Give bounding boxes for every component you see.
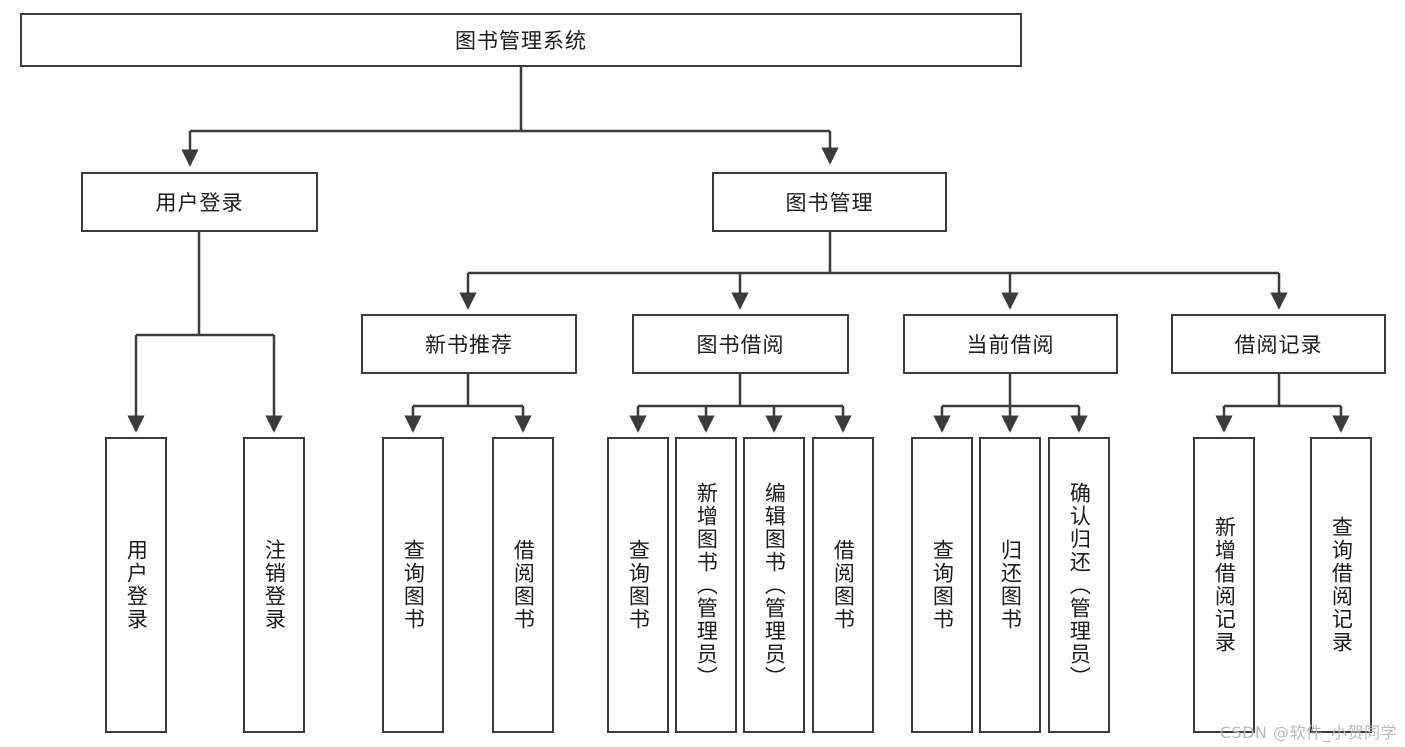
leaf-book-borrow-edit[interactable]: 编辑图书（管理员）: [743, 437, 805, 733]
leaf-label: 查询图书: [930, 539, 955, 631]
leaf-user-login-login[interactable]: 用户登录: [105, 437, 167, 733]
node-book-borrow[interactable]: 图书借阅: [632, 314, 849, 374]
leaf-book-borrow-borrow[interactable]: 借阅图书: [812, 437, 874, 733]
leaf-new-book-borrow[interactable]: 借阅图书: [492, 437, 554, 733]
leaf-label: 借阅图书: [831, 539, 856, 631]
leaf-borrow-record-add[interactable]: 新增借阅记录: [1193, 437, 1255, 733]
leaf-label: 新增图书（管理员）: [694, 481, 719, 689]
node-user-login-label: 用户登录: [155, 191, 244, 215]
node-new-book-recommend-label: 新书推荐: [425, 333, 513, 357]
node-borrow-record[interactable]: 借阅记录: [1171, 314, 1386, 374]
node-root-label: 图书管理系统: [455, 29, 587, 53]
leaf-label: 编辑图书（管理员）: [762, 481, 787, 689]
leaf-current-borrow-confirm-return[interactable]: 确认归还（管理员）: [1048, 437, 1110, 733]
node-root[interactable]: 图书管理系统: [20, 13, 1022, 67]
leaf-label: 查询图书: [401, 539, 426, 631]
node-new-book-recommend[interactable]: 新书推荐: [361, 314, 577, 374]
node-borrow-record-label: 借阅记录: [1234, 333, 1323, 357]
node-user-login[interactable]: 用户登录: [81, 172, 318, 232]
watermark: CSDN @软件_小贺同学: [1219, 723, 1397, 742]
leaf-label: 新增借阅记录: [1212, 516, 1237, 654]
node-current-borrow[interactable]: 当前借阅: [903, 314, 1118, 374]
leaf-label: 注销登录: [262, 539, 287, 631]
leaf-user-login-logout[interactable]: 注销登录: [243, 437, 305, 733]
node-current-borrow-label: 当前借阅: [966, 333, 1055, 357]
leaf-new-book-query[interactable]: 查询图书: [382, 437, 444, 733]
leaf-label: 查询图书: [626, 539, 651, 631]
leaf-current-borrow-return[interactable]: 归还图书: [979, 437, 1041, 733]
leaf-book-borrow-query[interactable]: 查询图书: [607, 437, 669, 733]
leaf-label: 借阅图书: [511, 539, 536, 631]
node-book-management-label: 图书管理: [785, 191, 874, 215]
node-book-borrow-label: 图书借阅: [696, 333, 785, 357]
leaf-current-borrow-query[interactable]: 查询图书: [911, 437, 973, 733]
leaf-borrow-record-query[interactable]: 查询借阅记录: [1310, 437, 1372, 733]
leaf-label: 用户登录: [124, 539, 149, 631]
leaf-label: 查询借阅记录: [1329, 516, 1354, 654]
leaf-label: 归还图书: [998, 539, 1023, 631]
leaf-book-borrow-add[interactable]: 新增图书（管理员）: [675, 437, 737, 733]
leaf-label: 确认归还（管理员）: [1067, 481, 1092, 689]
node-book-management[interactable]: 图书管理: [712, 172, 947, 232]
